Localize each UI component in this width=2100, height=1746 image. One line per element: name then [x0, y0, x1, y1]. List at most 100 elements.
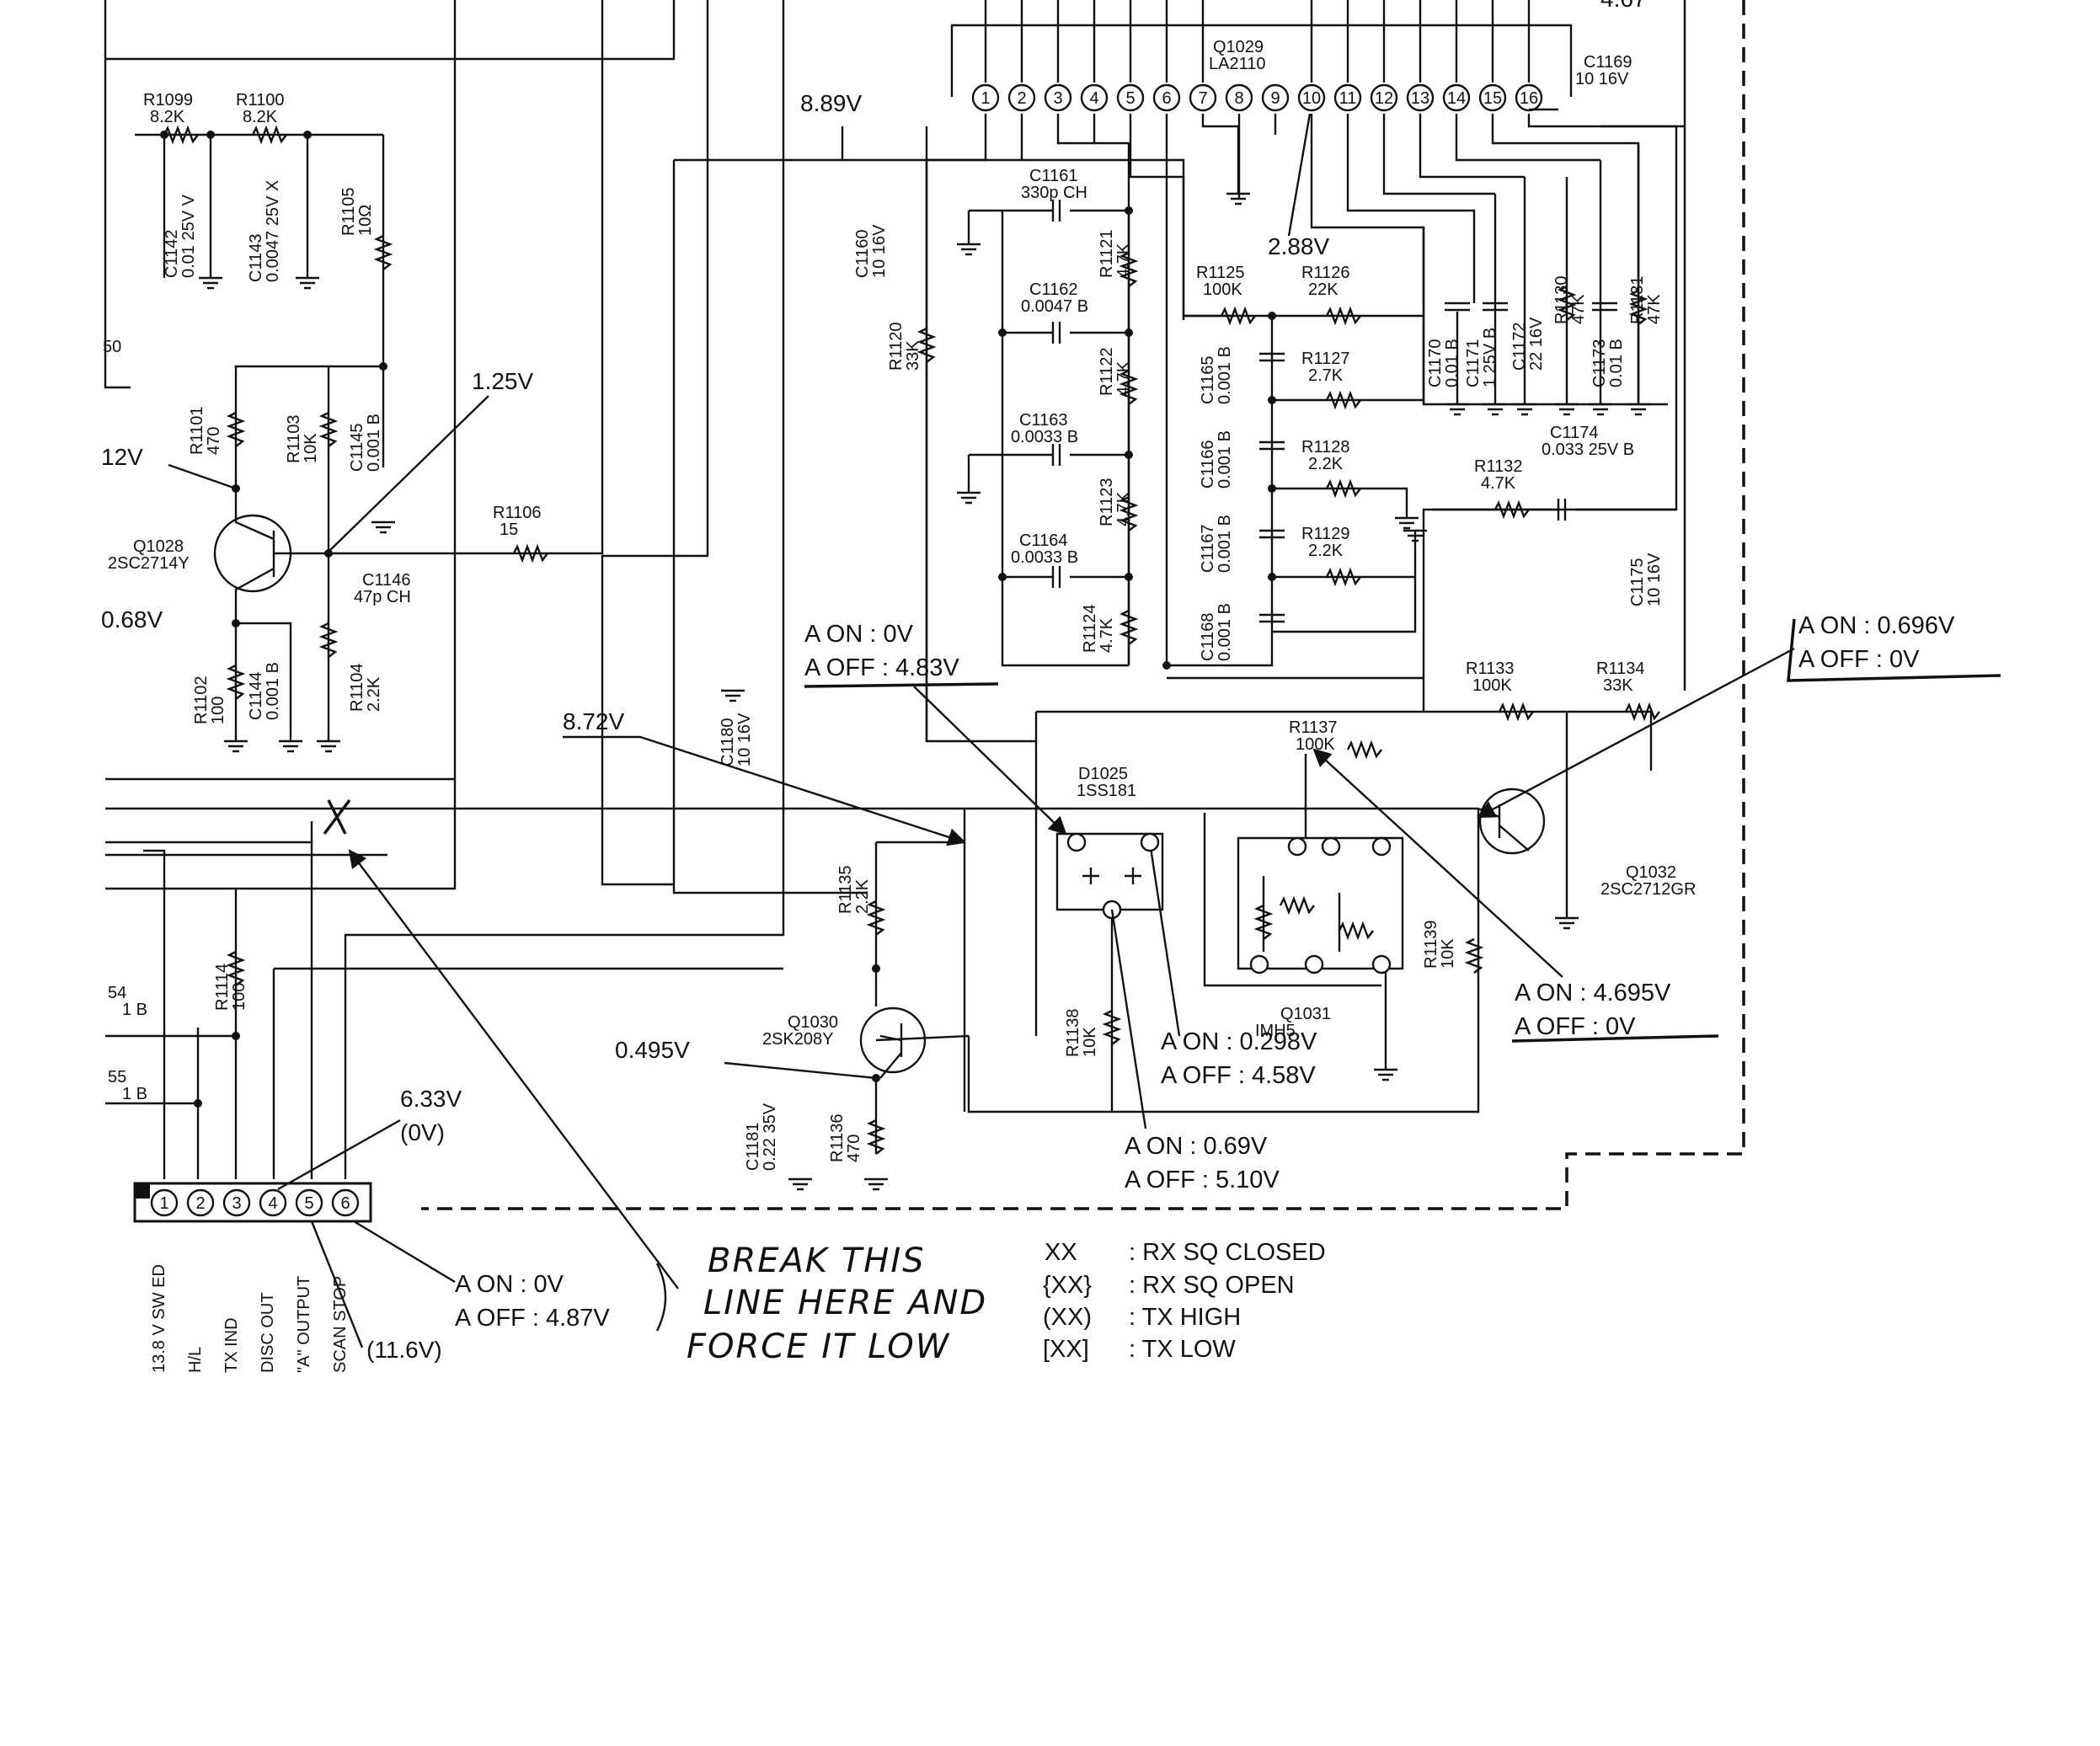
resistor-ref: R1138	[1064, 1009, 1082, 1057]
capacitor-ref: C1145	[348, 424, 366, 472]
ic-pin-circle	[1007, 83, 1036, 112]
resistor-symbol	[1557, 285, 1577, 321]
v633-label: 6.33V	[400, 1086, 462, 1112]
resistor-ref: R1129	[1301, 525, 1349, 543]
capacitor-value: 0.01 25V V	[179, 194, 198, 278]
diode-ref: D1025	[1078, 765, 1128, 783]
resistor-value: 47K	[1569, 294, 1588, 324]
connector-pin-number: 2	[195, 1194, 205, 1213]
resistor-ref: R1137	[1289, 718, 1337, 737]
capacitor-ref: C1161	[1029, 167, 1077, 185]
resistor-symbol	[1325, 390, 1361, 410]
ic-pin-number: 7	[1198, 89, 1207, 108]
ground-symbol	[1483, 403, 1507, 416]
resistor-symbol	[866, 900, 886, 936]
capacitor-ref: C1180	[719, 718, 737, 766]
a6-off: A OFF : 4.87V	[455, 1305, 610, 1332]
resistor-symbol	[866, 1119, 886, 1155]
resistor-value: 2.7K	[1308, 366, 1344, 385]
ground-symbol	[1403, 529, 1427, 542]
ic-pin-circle	[1297, 83, 1326, 112]
connector-pin-circle	[295, 1188, 323, 1217]
resistor-symbol	[163, 125, 199, 145]
capacitor-value: 0.001 B	[365, 414, 383, 472]
ic-pin-circle	[1225, 83, 1253, 112]
resistor-symbol	[1119, 609, 1139, 645]
connector-pin-number: 6	[340, 1194, 350, 1213]
resistor-ref: R1127	[1301, 350, 1349, 368]
resistor-ref: R1124	[1081, 605, 1099, 653]
ground-symbol	[1445, 403, 1469, 416]
capacitor-ref: C1164	[1019, 531, 1067, 550]
capacitor-value: 22 16V	[1527, 317, 1546, 371]
capacitor-ref: C1160	[853, 230, 872, 278]
resistor-symbol	[916, 327, 937, 363]
resistor-symbol	[373, 234, 393, 270]
resistor-symbol	[1498, 702, 1534, 722]
resistor-ref: R1136	[828, 1114, 847, 1162]
connector-pin-circle	[150, 1188, 179, 1217]
annotation-3: A ON : 4.695V A OFF : 0V	[1312, 748, 1719, 1043]
capacitor-value: 0.001 B	[1216, 430, 1234, 489]
resistor-ref: R1104	[348, 664, 366, 712]
a2-off: A OFF : 0V	[1798, 646, 1920, 673]
filter-ladder	[967, 200, 1133, 667]
resistor-symbol	[318, 622, 339, 658]
transistor-ref: Q1032	[1626, 863, 1676, 882]
left-edge-55: 55	[108, 1068, 126, 1087]
resistor-ref: R1125	[1196, 264, 1244, 282]
connector-pin-number: 4	[268, 1194, 277, 1213]
capacitor-value: 0.001 B	[1216, 346, 1234, 404]
transistor-part: 2SK208Y	[762, 1030, 834, 1049]
connector-pin-number: 3	[232, 1194, 241, 1213]
a1-on: A ON : 0V	[804, 621, 914, 648]
legend-sym-1: {XX}	[1043, 1272, 1092, 1299]
capacitor-ref: C1146	[362, 571, 410, 590]
capacitor-value: 0.001 B	[1216, 515, 1234, 573]
ground-symbol	[721, 689, 745, 702]
capacitor-value: 0.0047 B	[1021, 297, 1088, 316]
connector-pin-label: H/L	[186, 1347, 205, 1373]
resistor-value: 4.7K	[1098, 617, 1116, 653]
capacitor-ref: C1169	[1584, 53, 1632, 72]
resistor-value: 4.7K	[1481, 474, 1516, 493]
capacitor-ref: C1168	[1199, 613, 1217, 661]
resistor-ref: R1126	[1301, 264, 1349, 282]
connector-pin-label: DISC OUT	[259, 1292, 277, 1373]
ground-symbol	[788, 1177, 812, 1191]
resistor-ref: R1134	[1596, 659, 1644, 678]
resistor-symbol	[1628, 289, 1648, 325]
ground-symbol	[1555, 403, 1579, 416]
resistor-ref: R1103	[285, 415, 303, 463]
capacitor-ref: C1165	[1199, 356, 1217, 404]
a3-off: A OFF : 0V	[1515, 1013, 1636, 1040]
capacitor-ref: C1144	[247, 672, 265, 720]
ic-pin-number: 2	[1017, 89, 1026, 108]
transistor-part: 2SC2714Y	[108, 554, 190, 573]
capacitor-ref: C1167	[1199, 525, 1217, 573]
resistor-value: 10K	[1439, 938, 1457, 969]
resistor-ref: R1131	[1628, 276, 1647, 324]
ic-pin-circle	[1333, 83, 1362, 112]
annotation-1: A ON : 0V A OFF : 4.83V	[804, 621, 1067, 836]
capacitor-value: 330p CH	[1021, 184, 1087, 202]
connector-pin-circle	[222, 1188, 251, 1217]
rc-network	[1162, 312, 1424, 680]
a6-on: A ON : 0V	[455, 1271, 564, 1298]
connector-pin-label: 13.8 V SW ED	[150, 1264, 168, 1373]
capacitor-ref: C1170	[1426, 339, 1445, 387]
resistor-value: 47K	[1645, 294, 1664, 324]
v125-label: 1.25V	[472, 368, 533, 394]
resistor-ref: R1101	[188, 407, 206, 455]
capacitor-value: 0.0047 25V X	[264, 180, 282, 282]
ic-pin-circle	[1152, 83, 1181, 112]
left-edge-54b: 1 B	[122, 1001, 147, 1019]
capacitor-value: 0.22 35V	[761, 1103, 779, 1171]
ic-pin-number: 3	[1053, 89, 1062, 108]
resistor-symbol	[251, 125, 287, 145]
capacitor-ref: C1143	[247, 234, 265, 282]
capacitor-ref: C1171	[1464, 339, 1483, 387]
left-edge-top: 50	[103, 338, 121, 356]
legend-sym-0: XX	[1045, 1239, 1077, 1266]
